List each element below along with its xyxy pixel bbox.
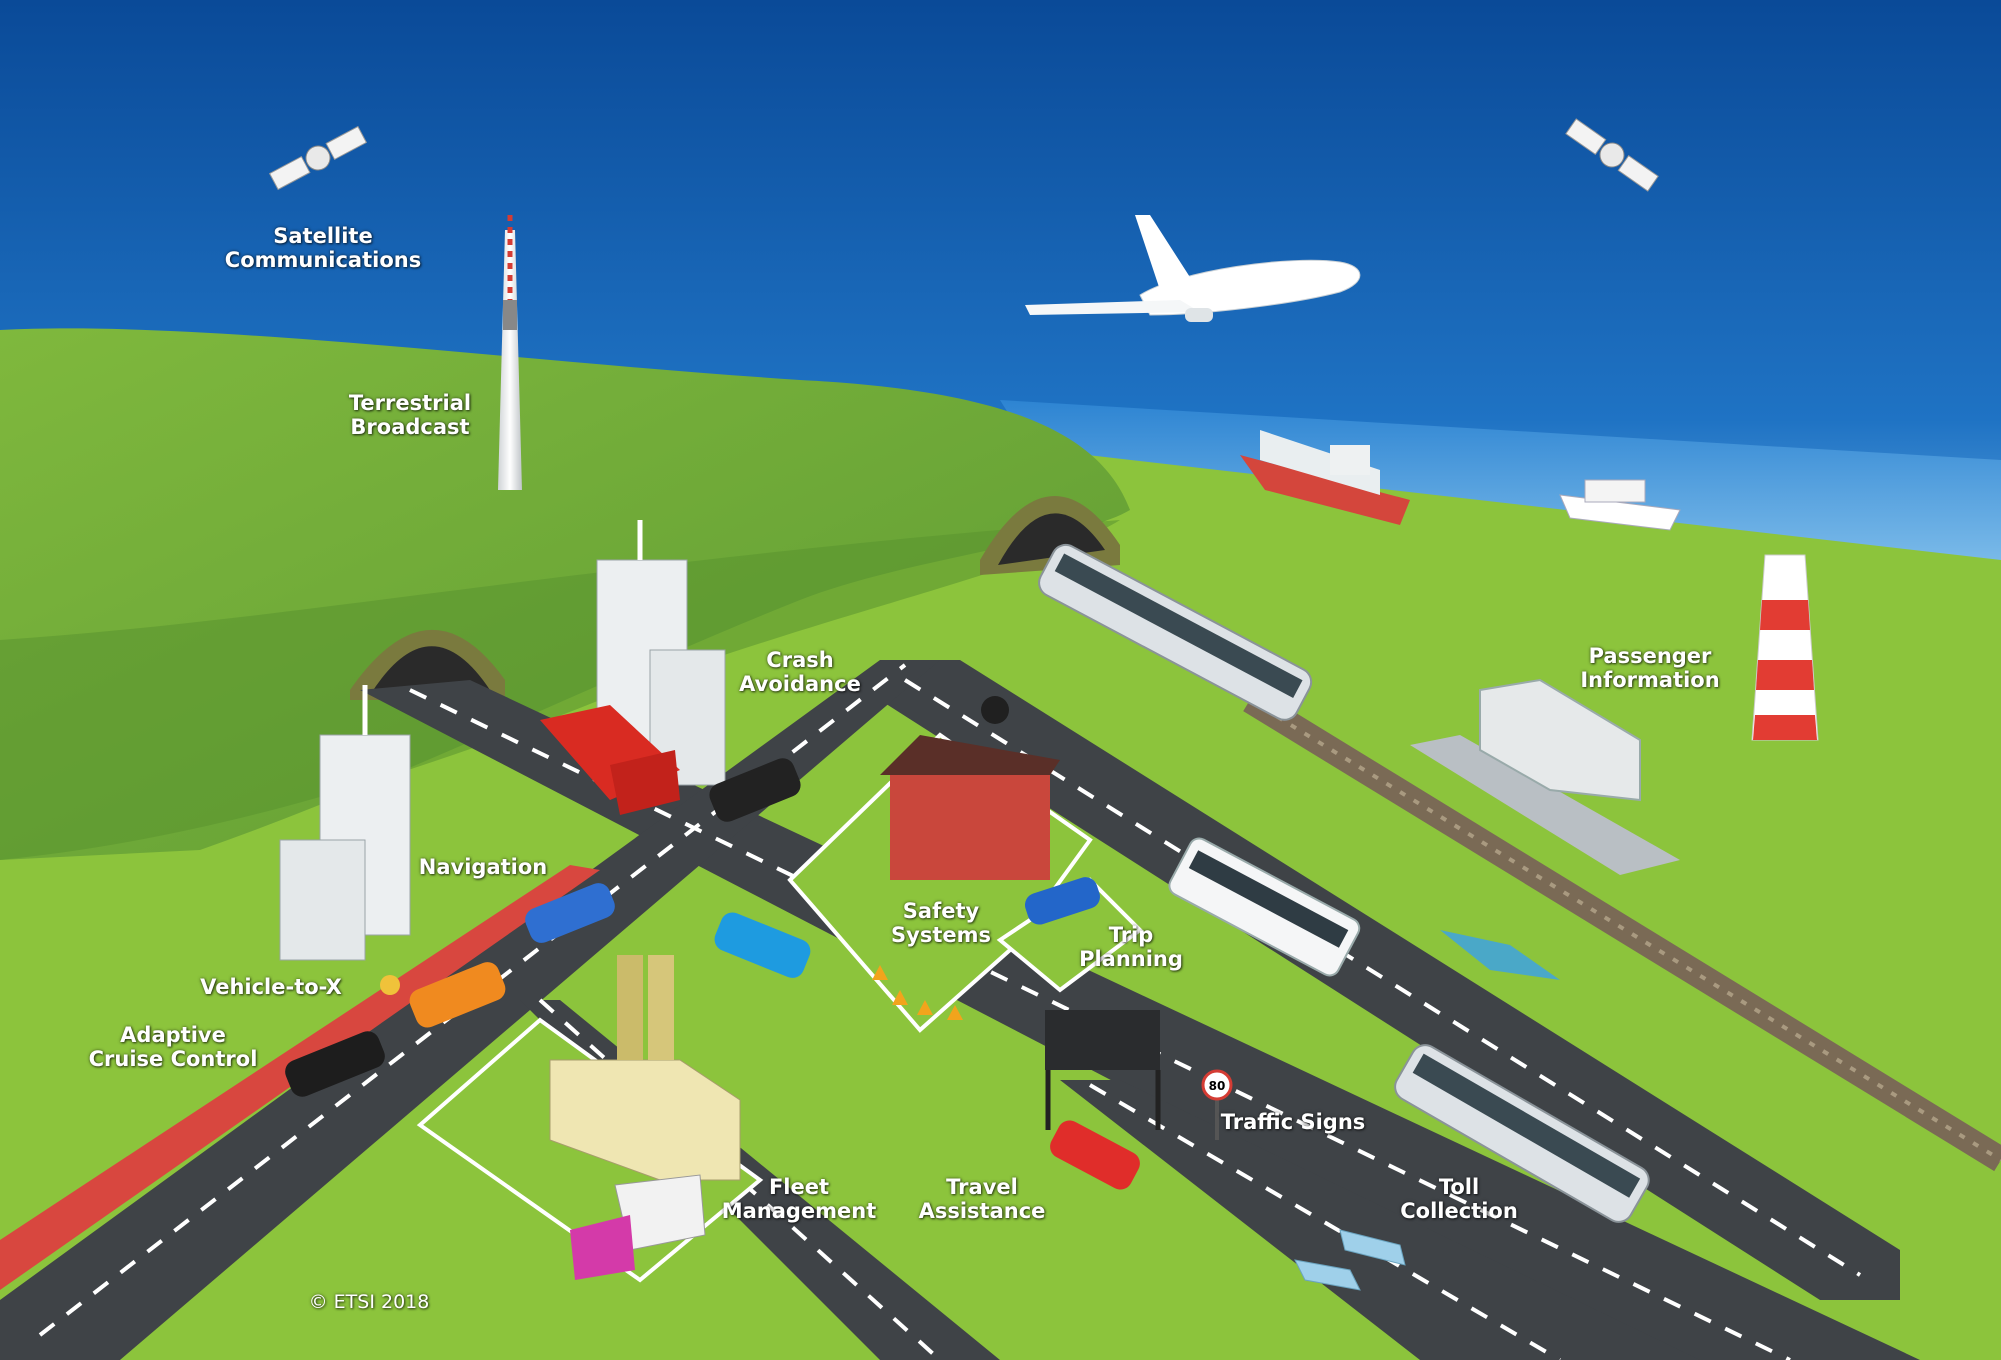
cyclist — [380, 975, 400, 995]
satellite-icon — [1565, 118, 1659, 192]
toll-gantry — [1045, 1010, 1161, 1130]
delivery-truck — [570, 1174, 706, 1280]
factory — [549, 955, 741, 1181]
brick-house — [880, 735, 1060, 880]
office-tower-left — [279, 685, 411, 961]
red-truck — [540, 705, 680, 815]
car-black-2 — [285, 1031, 385, 1097]
police-car — [525, 883, 615, 943]
train-lower — [1394, 1044, 1650, 1223]
bus — [1168, 837, 1361, 977]
car-blue-2 — [1024, 877, 1100, 925]
cargo-ship — [1240, 430, 1410, 525]
speed-limit-sign: 80 — [1201, 1069, 1233, 1140]
car-black-1 — [709, 758, 801, 822]
broadcast-tower — [498, 215, 522, 490]
toll-booths — [1294, 1229, 1406, 1291]
label-vehicle-to-x: Vehicle-to-X — [200, 975, 342, 999]
station-platform — [1410, 678, 1680, 875]
copyright-notice: © ETSI 2018 — [308, 1291, 430, 1313]
speed-limit-value: 80 — [1209, 1079, 1226, 1093]
car-orange — [409, 962, 506, 1028]
label-traffic-signs: Traffic Signs — [1220, 1110, 1366, 1134]
train-upper — [1038, 543, 1313, 721]
satellite-icon — [268, 125, 368, 191]
car-blue-1 — [714, 912, 811, 978]
airplane — [1025, 215, 1361, 322]
motorcycle — [981, 696, 1009, 724]
cruise-ship — [1559, 479, 1681, 531]
railway-track — [1243, 688, 2001, 1172]
traffic-cones — [872, 965, 963, 1020]
lighthouse — [1751, 554, 1819, 741]
car-red — [1050, 1120, 1140, 1190]
hill-shadow — [0, 520, 1120, 860]
bus-shelter — [1440, 930, 1560, 980]
label-navigation: Navigation — [418, 855, 548, 879]
